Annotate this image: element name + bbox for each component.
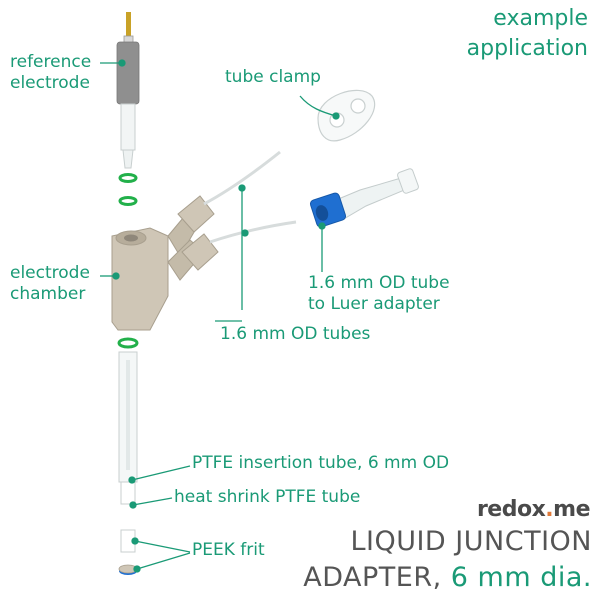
o-ring xyxy=(117,337,139,349)
reference-electrode xyxy=(116,12,140,206)
electrode-chamber-label-line2: chamber xyxy=(10,284,86,304)
leader-lines xyxy=(100,59,340,573)
ptfe-insertion-tube xyxy=(118,351,138,505)
reference-electrode-label-line1: reference xyxy=(10,52,92,72)
product-title-line2: ADAPTER, 6 mm dia. xyxy=(303,562,592,593)
tube-clamp-label: tube clamp xyxy=(225,67,321,87)
application-line: application xyxy=(466,36,588,61)
tube-clamp xyxy=(317,89,376,142)
example-line: example xyxy=(493,6,588,31)
luer-adapter xyxy=(309,168,419,228)
electrode-chamber-label-line1: electrode xyxy=(10,263,90,283)
luer-adapter-label: 1.6 mm OD tube to Luer adapter xyxy=(308,273,450,315)
luer-adapter-label-line1: 1.6 mm OD tube xyxy=(308,273,450,293)
product-title-line1: LIQUID JUNCTION xyxy=(350,526,592,557)
od-tubes-label: 1.6 mm OD tubes xyxy=(220,324,371,344)
product-title-line2-accent: 6 mm dia. xyxy=(450,562,592,593)
brand-name-dot: . xyxy=(545,497,554,522)
ptfe-insertion-tube-label: PTFE insertion tube, 6 mm OD xyxy=(192,453,450,473)
product-title-line2-prefix: ADAPTER, xyxy=(303,562,451,593)
luer-adapter-label-line2: to Luer adapter xyxy=(308,294,440,314)
heat-shrink-tube-label: heat shrink PTFE tube xyxy=(174,487,361,507)
reference-electrode-label-line2: electrode xyxy=(10,73,90,93)
brand-logo: redox.me xyxy=(476,497,591,522)
brand-name-part2: me xyxy=(553,497,590,522)
peek-frit-label: PEEK frit xyxy=(192,540,265,560)
electrode-chamber xyxy=(111,195,219,331)
od-tubes xyxy=(203,150,297,244)
brand-name-part1: redox xyxy=(476,497,546,522)
peek-frit xyxy=(118,564,138,575)
example-application-heading: example application xyxy=(467,4,588,64)
reference-electrode-label: reference electrode xyxy=(10,52,91,94)
electrode-chamber-label: electrode chamber xyxy=(10,263,90,305)
